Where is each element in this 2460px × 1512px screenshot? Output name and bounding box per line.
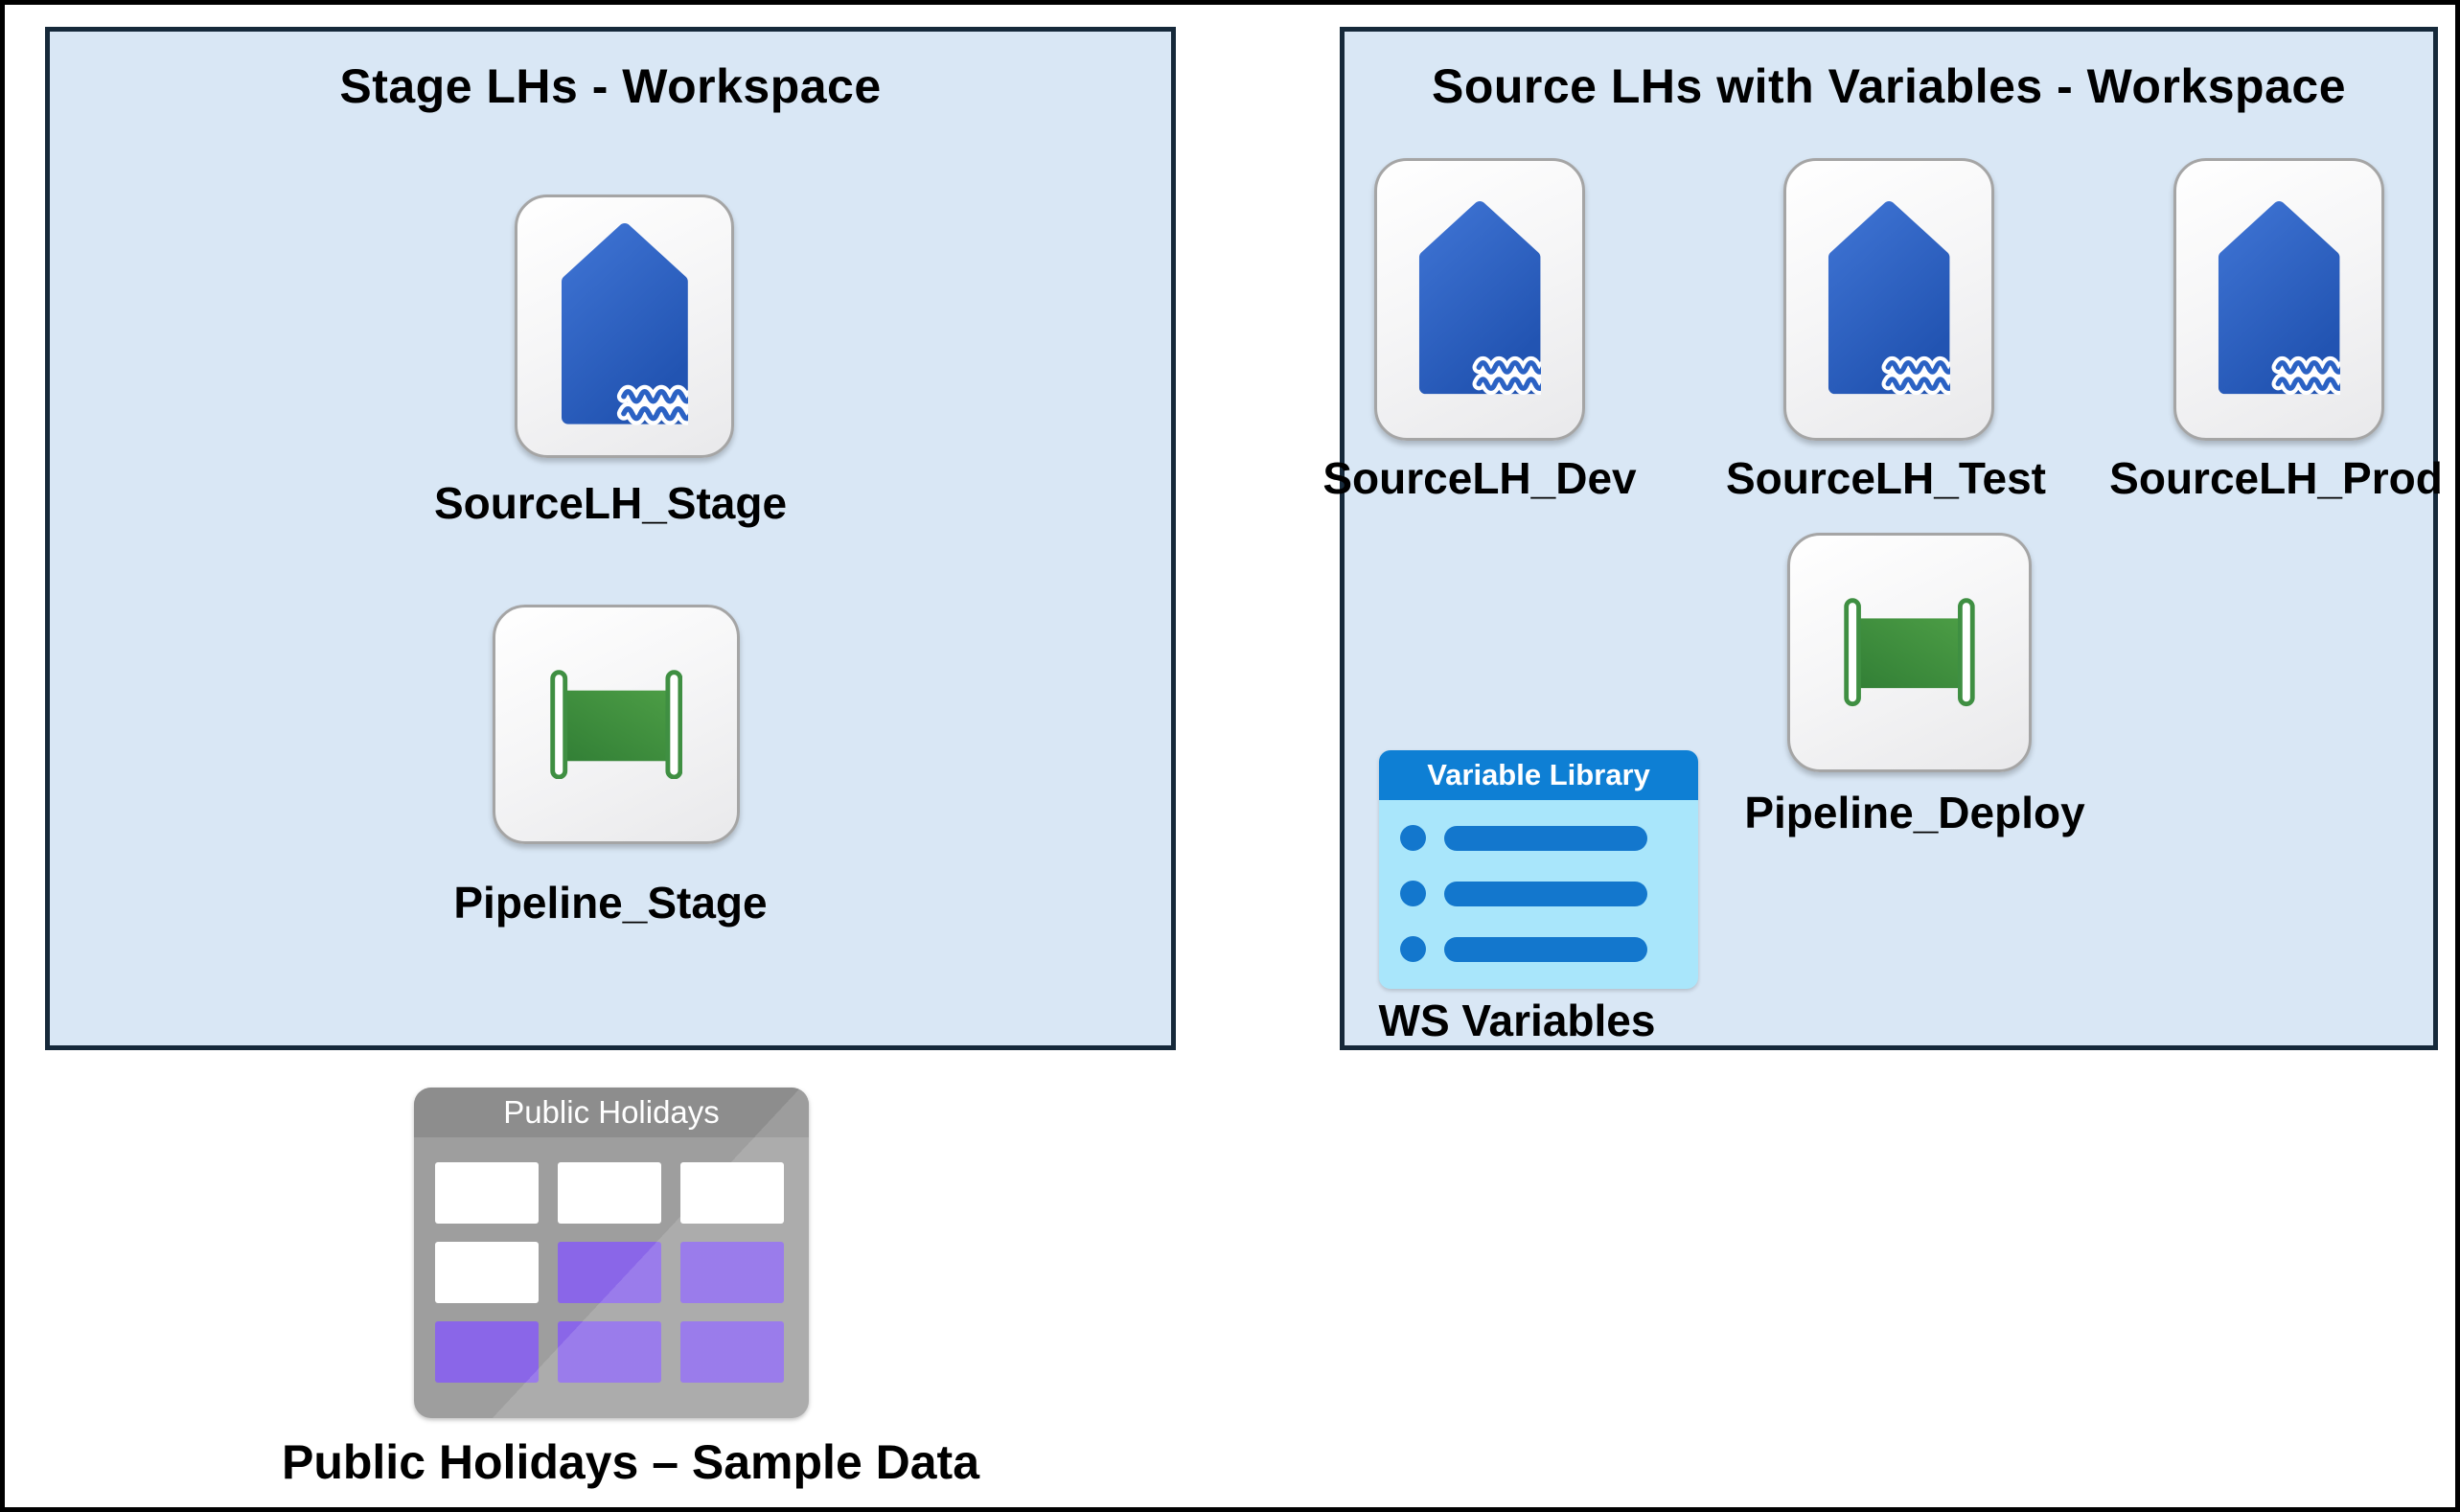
lakehouse-icon <box>1418 200 1542 395</box>
table-cell <box>435 1162 539 1224</box>
sample-data-label: Public Holidays – Sample Data <box>281 1435 980 1489</box>
table-cell <box>558 1321 661 1383</box>
item-label: SourceLH_Prod <box>2109 453 2443 503</box>
variable-row <box>1400 936 1675 962</box>
workspace-title: Source LHs with Variables - Workspace <box>1431 59 2347 113</box>
item-label: SourceLH_Test <box>1725 453 2047 503</box>
variable-library-item-ws-variables: Variable Library <box>1379 750 1698 989</box>
table-cell <box>435 1321 539 1383</box>
variable-row <box>1400 881 1675 906</box>
table-cell <box>680 1321 784 1383</box>
item-label: SourceLH_Stage <box>433 478 788 528</box>
variable-library-rows <box>1379 800 1698 962</box>
item-label: SourceLH_Dev <box>1322 453 1637 503</box>
lakehouse-item-sourcelh-test <box>1783 158 1994 441</box>
table-cell <box>680 1242 784 1303</box>
variable-row <box>1400 825 1675 851</box>
lakehouse-item-sourcelh-stage <box>515 195 734 458</box>
item-label: Pipeline_Stage <box>453 878 768 928</box>
table-cell <box>558 1242 661 1303</box>
lakehouse-icon <box>561 223 689 425</box>
lakehouse-icon <box>1828 200 1951 395</box>
bullet-dot-icon <box>1400 936 1426 962</box>
variable-bar-icon <box>1444 936 1647 962</box>
lakehouse-icon <box>2218 200 2341 395</box>
item-label: WS Variables <box>1378 996 1656 1045</box>
table-cell <box>558 1162 661 1224</box>
table-cell <box>435 1242 539 1303</box>
lakehouse-item-sourcelh-prod <box>2173 158 2384 441</box>
table-cell <box>680 1162 784 1224</box>
variable-bar-icon <box>1444 825 1647 851</box>
bullet-dot-icon <box>1400 881 1426 906</box>
table-icon-public-holidays: Public Holidays <box>414 1088 809 1418</box>
workspace-box-stage: Stage LHs - Workspace SourceLH_Stage Pip… <box>45 27 1176 1050</box>
table-icon-header: Public Holidays <box>414 1088 809 1137</box>
variable-library-icon-header: Variable Library <box>1379 750 1698 800</box>
workspace-title: Stage LHs - Workspace <box>339 59 882 113</box>
item-label: Pipeline_Deploy <box>1744 788 2085 837</box>
pipeline-icon <box>1844 598 1975 707</box>
workspace-box-source: Source LHs with Variables - Workspace So… <box>1322 27 2443 1050</box>
pipeline-item-pipeline-deploy <box>1787 533 2032 772</box>
variable-bar-icon <box>1444 881 1647 906</box>
pipeline-icon <box>549 669 683 780</box>
lakehouse-item-sourcelh-dev <box>1374 158 1585 441</box>
bullet-dot-icon <box>1400 825 1426 851</box>
pipeline-item-pipeline-stage <box>493 605 740 844</box>
